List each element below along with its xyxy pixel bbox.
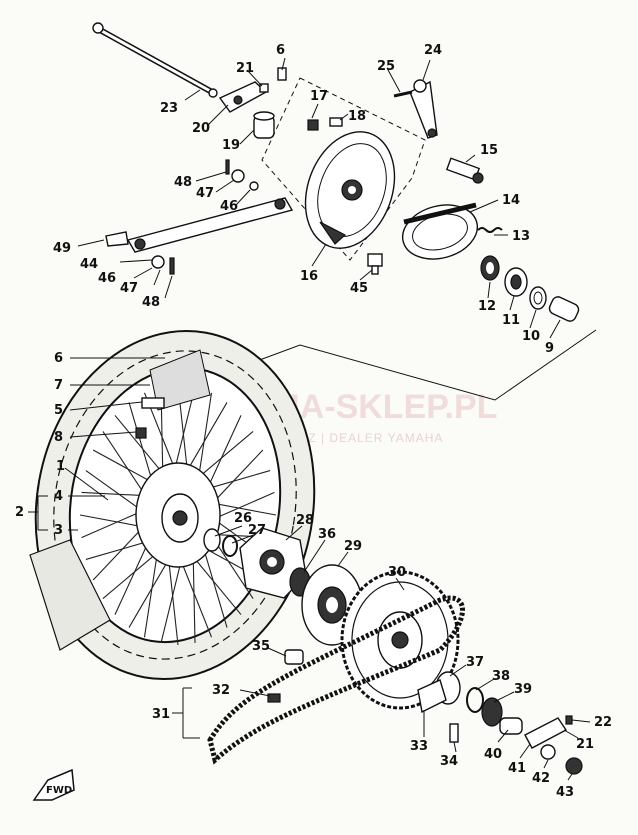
callout-44: 44 xyxy=(80,257,98,272)
collar-9 xyxy=(548,296,580,322)
bearing-11 xyxy=(504,267,528,297)
callout-26: 26 xyxy=(234,511,252,526)
callout-1: 1 xyxy=(56,459,65,474)
pin-17 xyxy=(307,119,319,131)
callout-13: 13 xyxy=(512,229,530,244)
callout-21b: 21 xyxy=(576,737,594,752)
callout-34: 34 xyxy=(440,754,458,769)
leader-lines xyxy=(28,57,591,781)
forward-arrow: FWD xyxy=(32,768,75,801)
callout-33: 33 xyxy=(410,739,428,754)
callout-4: 4 xyxy=(54,489,63,504)
plate-33 xyxy=(417,679,447,714)
brake-shoe-plate xyxy=(304,131,396,249)
callout-3: 3 xyxy=(54,523,63,538)
callout-37: 37 xyxy=(466,655,484,670)
nut-43 xyxy=(565,757,583,775)
callout-10: 10 xyxy=(522,329,540,344)
callout-23: 23 xyxy=(160,101,178,116)
callout-41: 41 xyxy=(508,761,526,776)
callout-38: 38 xyxy=(492,669,510,684)
callout-43: 43 xyxy=(556,785,574,800)
nut-35 xyxy=(284,649,304,665)
master-link xyxy=(267,693,281,703)
collar-19 xyxy=(253,111,275,139)
callout-6: 6 xyxy=(54,351,63,366)
callout-2: 2 xyxy=(15,505,24,520)
callout-5: 5 xyxy=(54,403,63,418)
callout-19: 19 xyxy=(222,138,240,153)
callout-16: 16 xyxy=(300,269,318,284)
tension-bar xyxy=(105,159,294,275)
callout-15: 15 xyxy=(480,143,498,158)
callout-28: 28 xyxy=(296,513,314,528)
washer-42 xyxy=(540,744,556,760)
callout-27: 27 xyxy=(248,523,266,538)
callout-35: 35 xyxy=(252,639,270,654)
seal-18 xyxy=(329,117,343,127)
camshaft xyxy=(445,157,484,184)
callout-11: 11 xyxy=(502,313,520,328)
callout-18: 18 xyxy=(348,109,366,124)
callout-22b: 22 xyxy=(594,715,612,730)
rear-wheel xyxy=(29,330,316,680)
camshaft-lever xyxy=(393,79,438,139)
bolt-22b xyxy=(565,715,573,725)
callout-24: 24 xyxy=(424,43,442,58)
callout-25: 25 xyxy=(377,59,395,74)
callout-48b: 48 xyxy=(142,295,160,310)
callout-8: 8 xyxy=(54,430,63,445)
bearing-39 xyxy=(481,697,503,727)
callout-48a: 48 xyxy=(174,175,192,190)
callout-12: 12 xyxy=(478,299,496,314)
callout-22: 6 xyxy=(276,43,285,58)
rear-axle xyxy=(92,22,218,98)
callout-29: 29 xyxy=(344,539,362,554)
callout-21: 21 xyxy=(236,61,254,76)
callout-42: 42 xyxy=(532,771,550,786)
callout-9: 9 xyxy=(545,341,554,356)
collar-40 xyxy=(499,717,523,735)
oil-seal-12 xyxy=(480,255,500,281)
callout-47a: 47 xyxy=(196,186,214,201)
circlip-10 xyxy=(529,286,547,310)
callout-14: 14 xyxy=(502,193,520,208)
callout-46a: 46 xyxy=(220,199,238,214)
valve-8 xyxy=(135,427,147,439)
collar-26 xyxy=(203,528,221,552)
circlip-38 xyxy=(466,687,484,713)
drive-chain xyxy=(207,595,465,765)
rim-band-5 xyxy=(141,397,165,409)
callout-7: 7 xyxy=(54,378,63,393)
callout-30: 30 xyxy=(388,565,406,580)
callout-45: 45 xyxy=(350,281,368,296)
callout-20: 20 xyxy=(192,121,210,136)
o-ring-27 xyxy=(222,535,238,557)
return-spring xyxy=(477,227,503,233)
callout-31: 31 xyxy=(152,707,170,722)
bolt-34 xyxy=(449,723,459,743)
chain-adjuster-upper xyxy=(218,67,287,113)
fwd-label: FWD xyxy=(46,785,72,796)
callout-40: 40 xyxy=(484,747,502,762)
brake-shoes xyxy=(401,202,479,260)
callout-labels: 6 21 23 20 19 17 18 24 25 15 14 13 12 11… xyxy=(15,43,612,800)
callout-32: 32 xyxy=(212,683,230,698)
callout-39: 39 xyxy=(514,682,532,697)
callout-17: 17 xyxy=(310,89,328,104)
chain-adjuster-lower xyxy=(524,717,568,749)
callout-49: 49 xyxy=(53,241,71,256)
callout-46b: 46 xyxy=(98,271,116,286)
callout-47b: 47 xyxy=(120,281,138,296)
callout-36: 36 xyxy=(318,527,336,542)
